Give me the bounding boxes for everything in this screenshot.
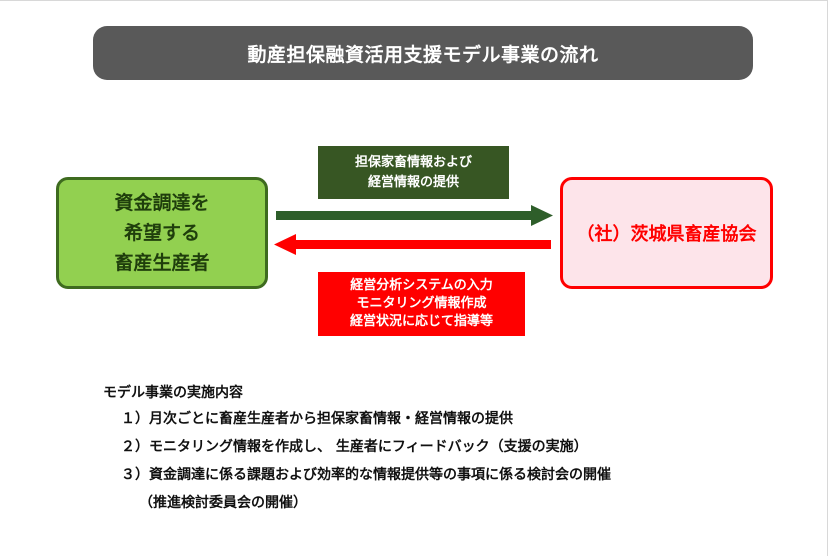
lower-flow-line: モニタリング情報作成 xyxy=(356,296,487,311)
content-item: ２）モニタリング情報を作成し、 生産者にフィードバック（支援の実施） xyxy=(121,439,588,455)
right-arrow xyxy=(276,205,553,226)
lower-flow-line: 経営状況に応じて指導等 xyxy=(349,314,493,329)
upper-flow-label: 担保家畜情報および 経営情報の提供 xyxy=(318,146,509,199)
content-item: １）月次ごとに畜産生産者から担保家畜情報・経営情報の提供 xyxy=(121,411,513,427)
lower-flow-line: 経営分析システムの入力 xyxy=(350,278,493,293)
implementation-content: モデル事業の実施内容 １）月次ごとに畜産生産者から担保家畜情報・経営情報の提供 … xyxy=(103,381,611,511)
livestock-association-box: （社）茨城県畜産協会 xyxy=(560,177,773,289)
diagram-title: 動産担保融資活用支援モデル事業の流れ xyxy=(93,26,753,80)
frame-border-top xyxy=(0,0,828,1)
producer-box-line: 希望する xyxy=(123,222,200,244)
diagram-title-text: 動産担保融資活用支援モデル事業の流れ xyxy=(247,43,599,66)
content-item: （推進検討委員会の開催） xyxy=(139,495,307,511)
content-heading: モデル事業の実施内容 xyxy=(103,385,243,401)
producer-box-line: 資金調達を xyxy=(114,192,210,214)
lower-flow-label: 経営分析システムの入力 モニタリング情報作成 経営状況に応じて指導等 xyxy=(318,272,525,336)
livestock-producer-box: 資金調達を 希望する 畜産生産者 xyxy=(56,177,268,289)
association-box-label: （社）茨城県畜産協会 xyxy=(576,224,757,245)
upper-flow-line: 経営情報の提供 xyxy=(367,174,459,190)
content-item: ３）資金調達に係る課題および効率的な情報提供等の事項に係る検討会の開催 xyxy=(121,467,611,483)
left-arrow xyxy=(274,234,551,255)
upper-flow-line: 担保家畜情報および xyxy=(354,154,472,170)
producer-box-line: 畜産生産者 xyxy=(114,252,210,274)
